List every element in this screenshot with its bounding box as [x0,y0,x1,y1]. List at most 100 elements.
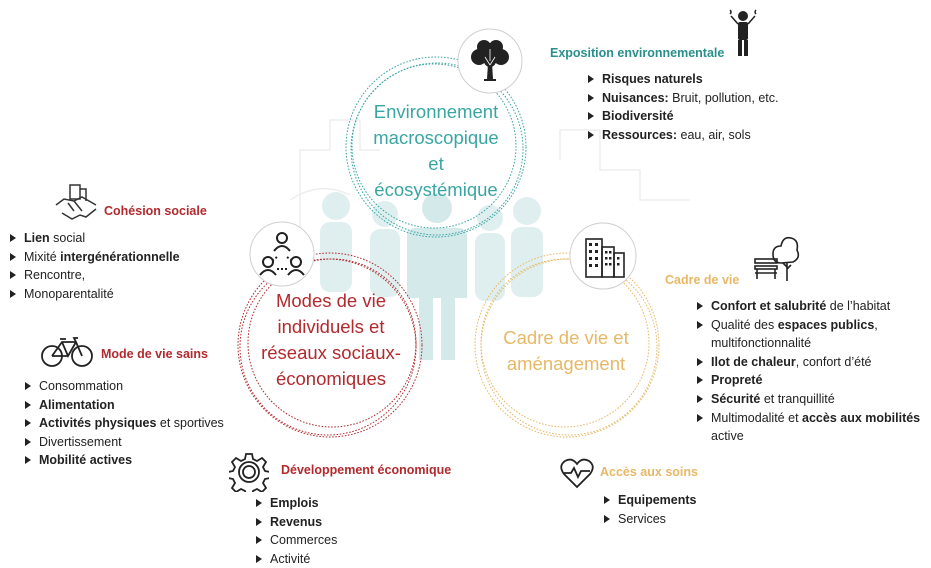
handshake-icon [55,184,97,220]
list-item: Risques naturels [588,70,778,89]
list-item: Emplois [256,494,337,513]
circle-label-line: Environnement [373,101,499,122]
list-item: Divertissement [25,433,224,452]
list-item: Activités physiques et sportives [25,414,224,433]
list-item: Confort et salubrité de l’habitat [697,297,929,316]
list-item-text: Revenus [270,514,323,529]
buildings-icon [585,238,625,278]
list-item-text: Sécurité [711,391,761,406]
list-item: Nuisances: Bruit, pollution, etc. [588,89,778,108]
list-item: Commerces [256,531,337,550]
list-item: Consommation [25,377,224,396]
list-item-text: Services [618,511,666,526]
tree-icon [471,40,509,81]
list-item-text: Multimodalité et [711,410,803,425]
gear-icon [229,453,269,492]
circle-cadre-de-vie [474,252,660,438]
list-item-text: Rencontre, [24,268,86,283]
list-item-text: eau, air, sols [677,127,751,142]
list-item-text: Mixité [24,249,61,264]
list-item-text: Ilot de chaleur [711,354,796,369]
list-item: Alimentation [25,396,224,415]
section-title-cohesion: Cohésion sociale [104,204,207,218]
list-item-text: Divertissement [39,434,122,449]
circle-label-line: économiques [275,368,387,389]
list-item: Revenus [256,513,337,532]
list-item-text: Biodiversité [602,109,674,124]
list-item-text: Qualité des [711,317,778,332]
list-item-text: social [49,231,86,245]
circle-label-line: Cadre de vie et [503,327,629,348]
list-item-text: Equipements [618,493,697,507]
list-item-text: Propreté [711,373,763,388]
circle-label-cadre: Cadre de vie et aménagement [496,325,636,377]
list-item-text: Bruit, pollution, etc. [668,90,779,105]
circle-label-line: Modes de vie [275,290,387,311]
list-item-text: Activités physiques [39,416,157,431]
list-item-text: Ressources: [602,127,678,142]
list-item: Monoparentalité [10,285,180,304]
list-item-text: de l’habitat [826,299,891,313]
bench-tree-icon [754,236,800,281]
list-item-text: Nuisances: [602,90,669,105]
list-item-text: , confort d’été [795,354,872,369]
list-item-text: Lien [24,231,50,245]
list-item-text: Activité [270,551,311,566]
list-item: Equipements [604,491,697,510]
circle-label-line: réseaux sociaux- [261,342,401,363]
heart-pulse-icon [560,458,594,489]
list-item-text: Consommation [39,379,124,393]
circle-label-line: écosystémique [374,179,498,200]
list-item-text: active [711,429,744,444]
list-item: Mobilité actives [25,451,224,470]
circle-label-line: macroscopique [373,127,499,148]
list-item: Ressources: eau, air, sols [588,126,778,145]
faint-cityscape [289,119,690,230]
circle-label-line: individuels et [277,316,385,337]
list-item: Activité [256,550,337,568]
list-item-text: Alimentation [39,397,115,412]
section-title-soins: Accès aux soins [600,465,698,479]
people-network-icon [259,232,305,276]
list-item-text: Risques naturels [602,72,703,86]
list-item-text: et tranquillité [760,391,835,406]
circle-environnement [345,56,527,238]
list-item: Services [604,510,697,529]
list-item-text: Emplois [270,496,319,510]
list-item: Rencontre, [10,266,180,285]
list-item: Biodiversité [588,107,778,126]
list-item-text: Commerces [270,533,338,548]
people-silhouettes-icon [320,192,543,360]
list-item: Qualité des espaces publics, multifoncti… [697,316,929,353]
list-item: Propreté [697,371,929,390]
list-item: Multimodalité et accès aux mobilités act… [697,409,929,446]
list-item-text: accès aux mobilités [802,410,921,425]
section-title-exposition: Exposition environnementale [550,46,725,60]
list-item: Mixité intergénérationnelle [10,248,180,267]
section-title-cadre: Cadre de vie [665,273,740,287]
section-title-sains: Mode de vie sains [101,347,208,361]
list-item-text: intergénérationnelle [60,249,180,264]
list-item-text: et sportives [156,416,224,431]
circle-label-line: aménagement [506,353,626,374]
list-item-text: Mobilité actives [39,453,133,468]
circle-label-line: et [428,153,444,174]
circle-label-modes: Modes de vie individuels et réseaux soci… [252,288,410,392]
list-item-text: espaces publics [777,317,875,332]
section-title-dev: Développement économique [281,463,452,477]
circle-label-environnement: Environnement macroscopique et écosystém… [366,99,506,203]
list-item: Sécurité et tranquillité [697,390,929,409]
circle-modes-de-vie [237,252,423,438]
list-item: Lien social [10,229,180,248]
list-item-text: Confort et salubrité [711,299,827,313]
person-pollution-icon [729,9,757,56]
list-item: Ilot de chaleur, confort d’été [697,353,929,372]
list-item-text: Monoparentalité [24,286,114,301]
bicycle-icon [41,337,93,367]
